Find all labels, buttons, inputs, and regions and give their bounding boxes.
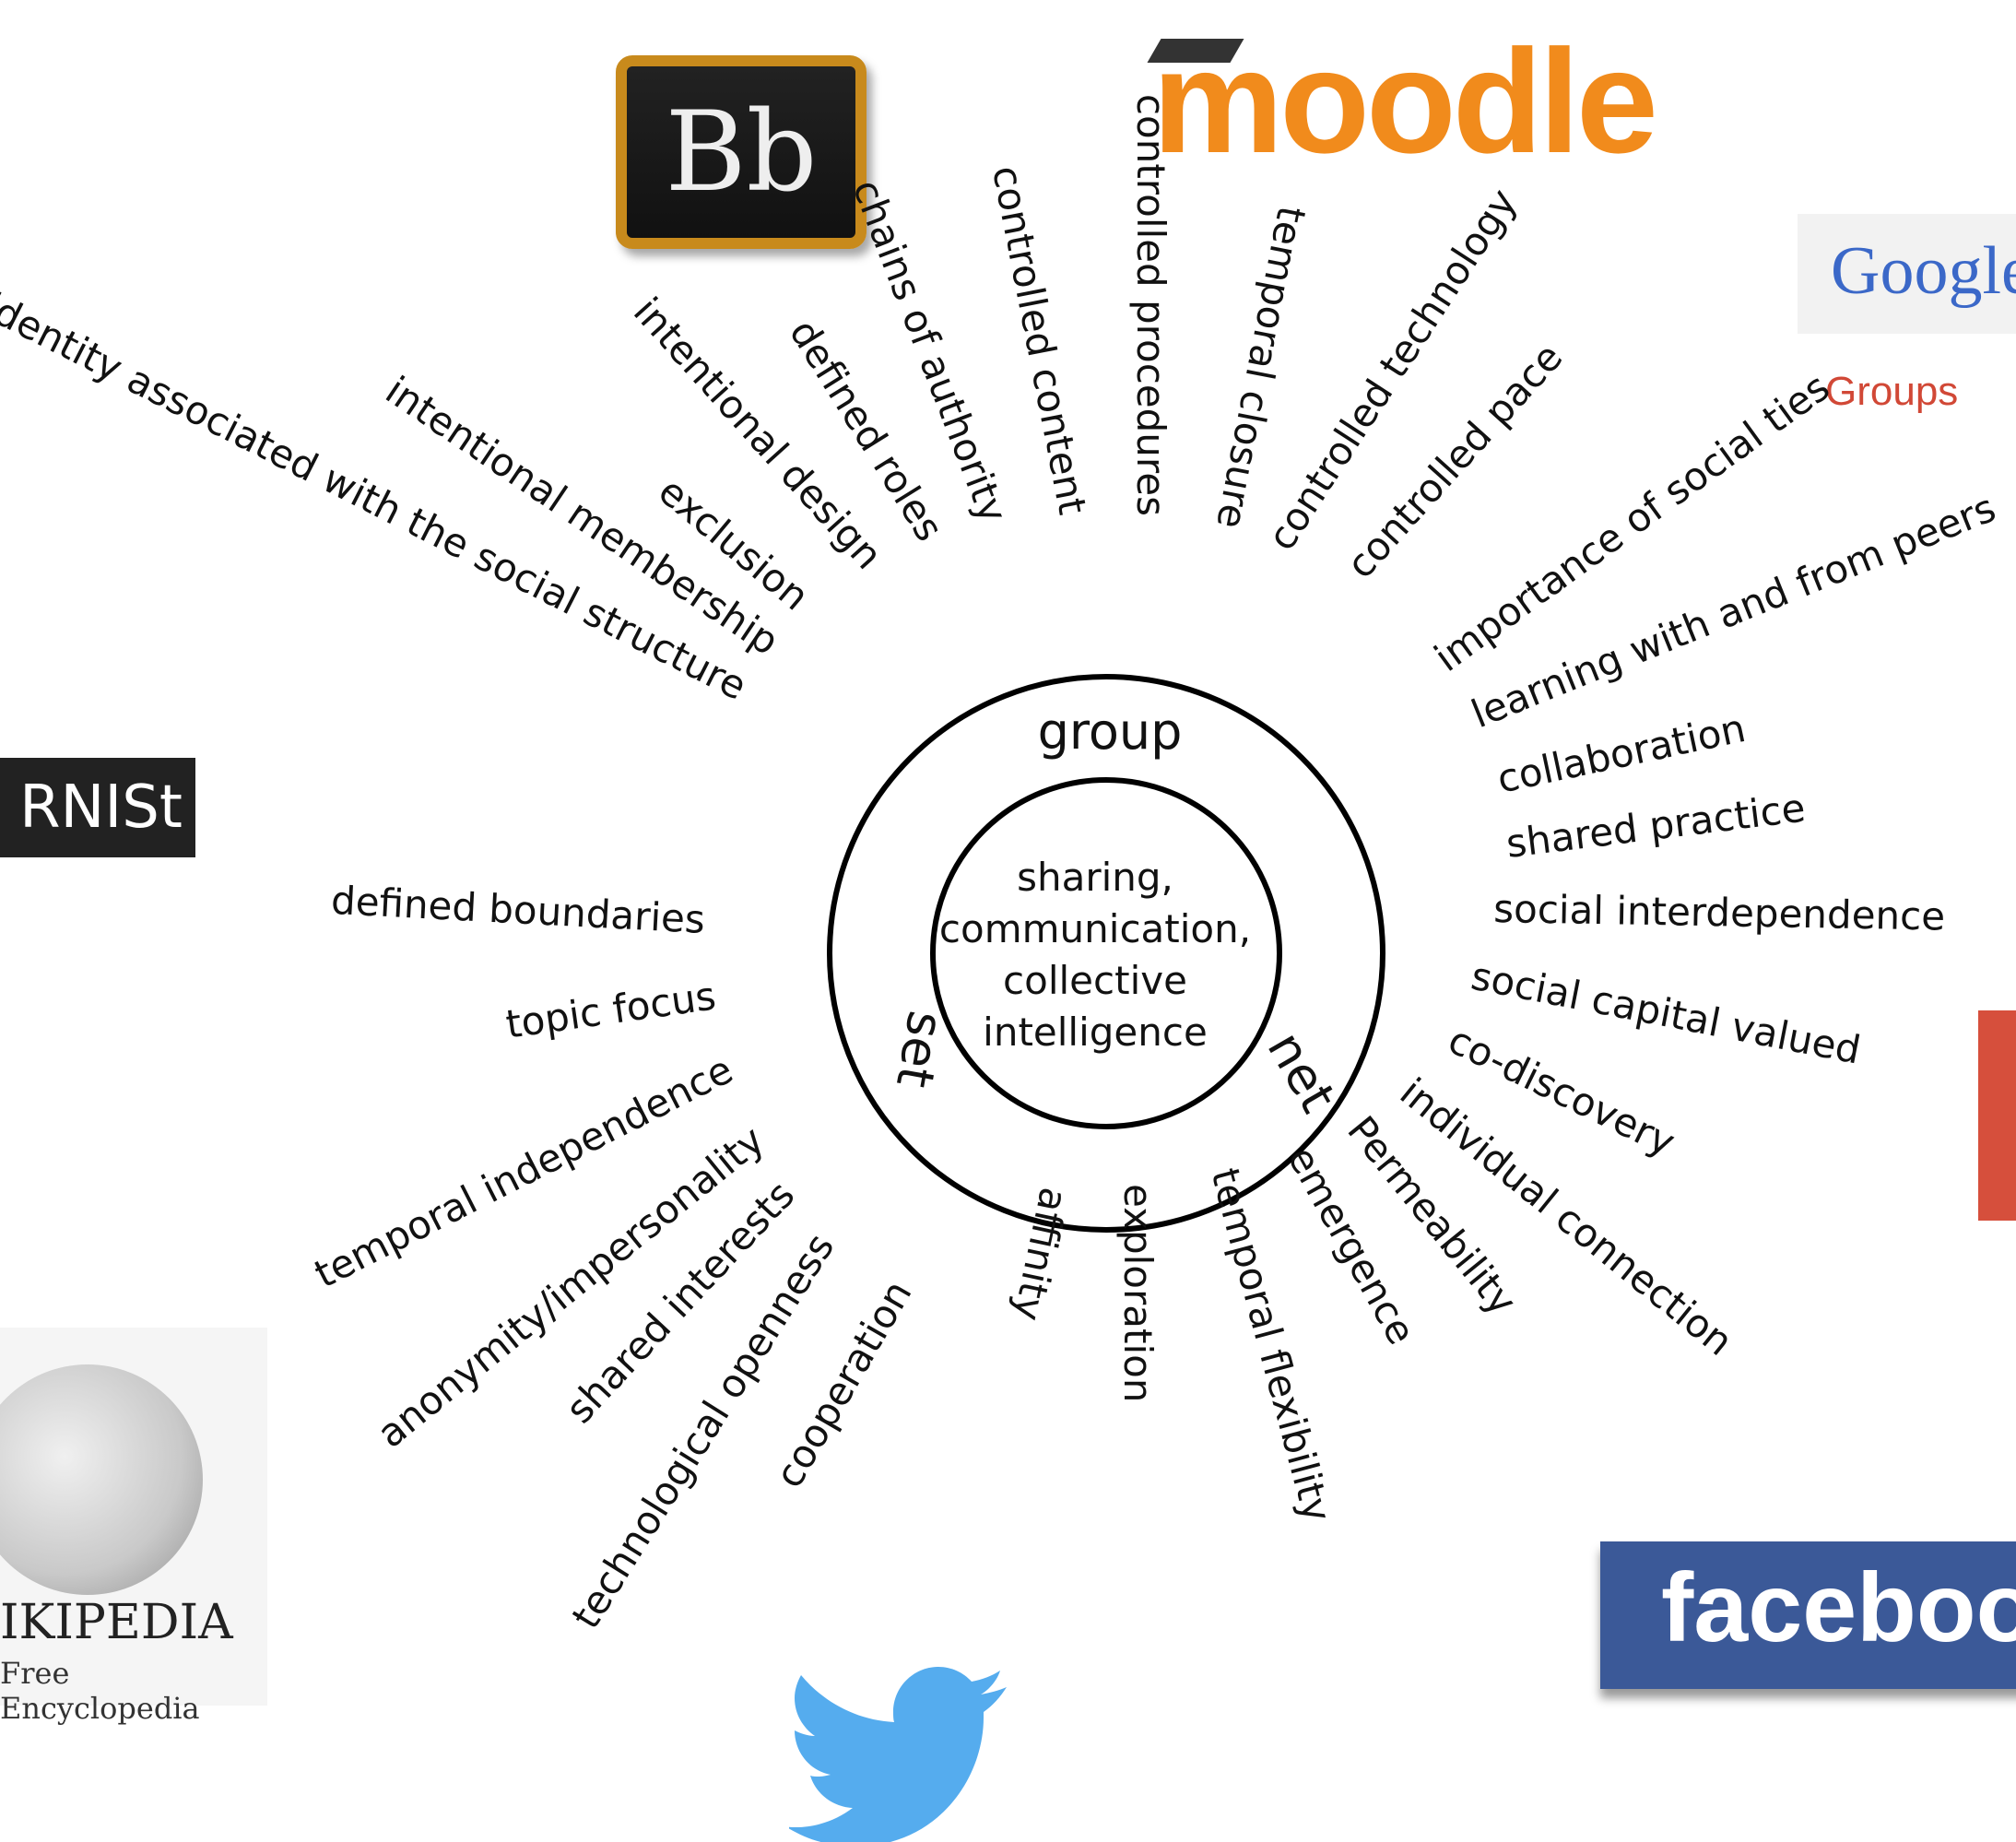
blackboard-logo-text: Bb xyxy=(665,88,818,217)
ring-label-set: set xyxy=(885,1007,955,1092)
net-attr: collaboration xyxy=(1493,705,1750,802)
wikipedia-subtitle: Free Encyclopedia xyxy=(0,1656,200,1726)
net-attr: affinity xyxy=(1005,1184,1077,1325)
wikipedia-logo: IKIPEDIA Free Encyclopedia xyxy=(0,1328,267,1726)
group-attr: controlled procedures xyxy=(1128,94,1173,516)
ring-label-group: group xyxy=(1038,703,1183,761)
moodle-logo: moodle xyxy=(1152,18,1658,183)
net-attr: exploration xyxy=(1115,1184,1161,1402)
core-line-3: collective xyxy=(1003,958,1187,1003)
net-attr: social interdependence xyxy=(1493,886,1946,939)
group-attr: controlled content xyxy=(984,162,1095,518)
blackboard-logo: Bb xyxy=(616,55,867,249)
core-line-4: intelligence xyxy=(983,1010,1208,1055)
twitter-bird-icon xyxy=(789,1667,1007,1842)
wikipedia-globe-icon xyxy=(0,1364,203,1595)
facebook-logo: facebook xyxy=(1600,1541,2016,1689)
set-attr: defined boundaries xyxy=(330,878,706,942)
wikipedia-title: IKIPEDIA xyxy=(0,1595,233,1650)
outer-ring xyxy=(827,674,1385,1233)
google-groups-label: Groups xyxy=(1825,369,1959,414)
set-attr: temporal independence xyxy=(307,1046,739,1296)
core-line-1: sharing, xyxy=(1017,855,1173,900)
set-attr: topic focus xyxy=(503,973,719,1046)
rnist-logo: RNISt xyxy=(0,758,195,857)
group-attr: identity associated with the social stru… xyxy=(0,284,754,709)
red-logo-fragment xyxy=(1978,1010,2016,1221)
inner-ring xyxy=(930,777,1282,1129)
core-line-2: communication, xyxy=(939,906,1251,951)
net-attr: shared practice xyxy=(1503,785,1808,867)
google-logo: Google xyxy=(1798,214,2016,334)
